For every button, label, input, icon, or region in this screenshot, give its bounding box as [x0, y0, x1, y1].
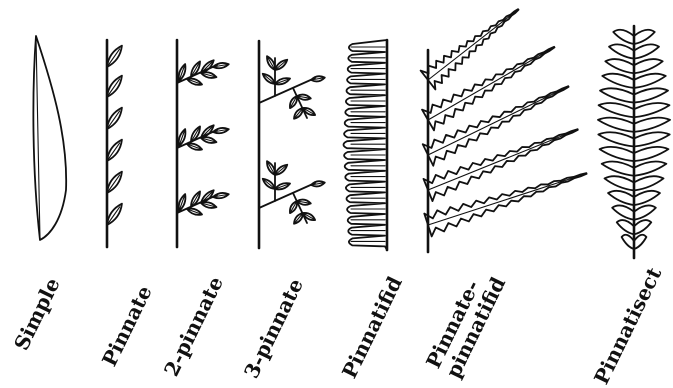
label-simple-text: Simple	[10, 274, 64, 353]
2-pinnate-frond-drawing	[165, 35, 235, 250]
pinnate-pinnatifid-frond-drawing	[410, 10, 605, 255]
label-pinnate-text: Pinnate	[98, 282, 156, 370]
label-3-pinnate-text: 3-pinnate	[240, 275, 307, 382]
pinnatifid-frond-drawing	[335, 32, 400, 254]
label-pinnatisect-text: Pinnatisect	[590, 264, 665, 388]
simple-frond-drawing	[22, 30, 72, 250]
pinnate-frond-drawing	[95, 35, 145, 250]
label-simple: Simple	[10, 274, 64, 353]
label-2-pinnate-text: 2-pinnate	[160, 273, 227, 380]
label-2-pinnate: 2-pinnate	[160, 273, 227, 380]
label-pinnatisect: Pinnatisect	[590, 264, 665, 388]
label-3-pinnate: 3-pinnate	[240, 275, 307, 382]
label-pinnate-pinnatifid: Pinnate- pinnatifid	[422, 264, 509, 381]
label-pinnate: Pinnate	[98, 282, 156, 370]
pinnatisect-frond-drawing	[595, 18, 673, 260]
3-pinnate-frond-drawing	[245, 38, 330, 250]
label-pinnatifid: Pinnatifid	[338, 273, 406, 382]
label-pinnatifid-text: Pinnatifid	[338, 273, 406, 382]
